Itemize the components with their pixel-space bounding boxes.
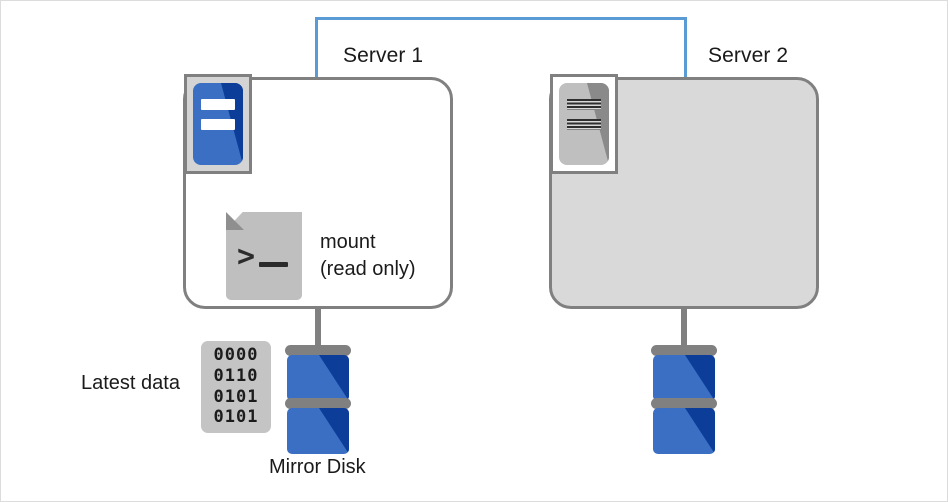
platter-shade: [669, 408, 715, 454]
disk-platter-2: [287, 408, 349, 454]
latest-data-block: 0000 0110 0101 0101: [201, 341, 271, 433]
server-2-disk-cable: [681, 308, 687, 356]
disk-cap-top: [285, 345, 351, 356]
terminal-document-icon: >: [226, 212, 302, 300]
disk-cap-top: [651, 345, 717, 356]
mount-label-line1: mount: [320, 231, 376, 253]
latest-data-label: Latest data: [81, 372, 180, 394]
platter-shade: [669, 355, 715, 401]
binary-row: 0110: [213, 365, 259, 386]
mirror-disk-2-icon: [651, 345, 717, 455]
disk-platter-1: [287, 355, 349, 401]
document-fold-corner: [226, 212, 244, 230]
prompt-underscore-icon: [259, 262, 288, 267]
server-1-status-badge: [184, 74, 252, 174]
server-1-title: Server 1: [343, 44, 424, 67]
disk-platter-2: [653, 408, 715, 454]
network-interconnect-line: [315, 17, 687, 79]
badge-bar-1: [201, 99, 235, 110]
server-2-box[interactable]: [549, 77, 819, 309]
platter-shade: [303, 408, 349, 454]
disk-platter-1: [653, 355, 715, 401]
disk-cap-middle: [651, 398, 717, 409]
server-2-title: Server 2: [708, 44, 789, 67]
mirror-disk-label: Mirror Disk: [269, 456, 366, 478]
prompt-caret-icon: >: [237, 239, 256, 274]
badge-bar-2: [567, 119, 601, 130]
server-1-disk-cable: [315, 308, 321, 356]
server-inactive-icon: [559, 83, 609, 165]
badge-bar-1: [567, 99, 601, 110]
disk-cap-middle: [285, 398, 351, 409]
binary-row: 0101: [213, 407, 259, 428]
mount-group: > mount (read only): [226, 212, 416, 300]
mirror-disk-1-icon: [285, 345, 351, 455]
badge-bar-2: [201, 119, 235, 130]
binary-row: 0101: [213, 386, 259, 407]
platter-shade: [303, 355, 349, 401]
mount-label-group: mount (read only): [320, 229, 416, 283]
server-2-status-badge: [550, 74, 618, 174]
server-active-icon: [193, 83, 243, 165]
mount-label-line2: (read only): [320, 258, 416, 280]
binary-row: 0000: [213, 345, 259, 366]
